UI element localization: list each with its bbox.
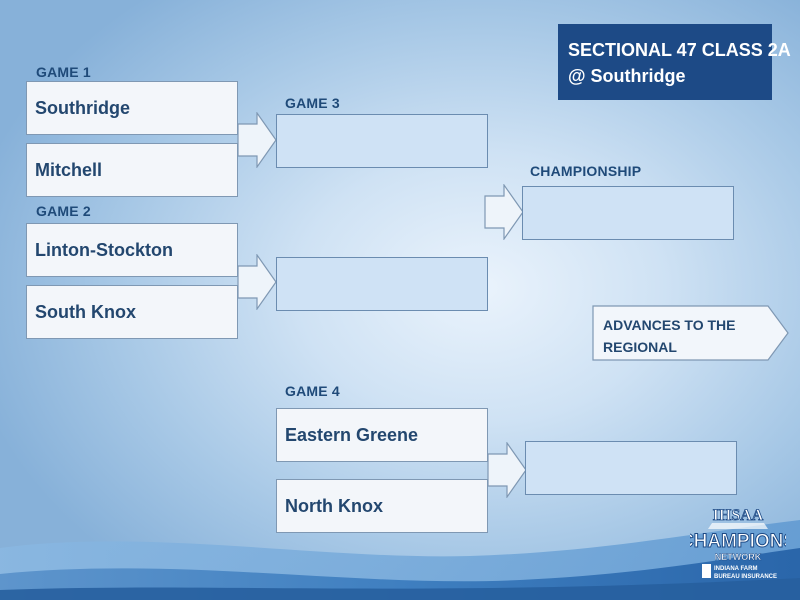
championship-winner-box <box>522 186 734 240</box>
game3-label: GAME 3 <box>285 95 340 111</box>
sectional-title-box: SECTIONAL 47 CLASS 2A @ Southridge <box>558 24 791 100</box>
game4-winner-box <box>525 441 737 495</box>
team-box-game4-team1: Eastern Greene <box>276 408 488 462</box>
game4-label: GAME 4 <box>285 383 340 399</box>
game2-label: GAME 2 <box>36 203 91 219</box>
logo-sponsor-line1: INDIANA FARM <box>714 566 757 572</box>
championship-arrow-icon <box>484 184 524 240</box>
sectional-title: SECTIONAL 47 CLASS 2A <box>568 40 791 60</box>
logo-ribbon <box>708 523 768 529</box>
sectional-location: @ Southridge <box>568 66 686 86</box>
ihsaa-champions-network-logo: IHSAA CHAMPIONS NETWORK INDIANA FARM BUR… <box>690 507 786 580</box>
game1-winner-box <box>276 114 488 168</box>
decorative-wave <box>0 520 800 600</box>
team-box-game4-team2: North Knox <box>276 479 488 533</box>
logo-sponsor-line2: BUREAU INSURANCE <box>714 574 777 580</box>
game4-advance-arrow-icon <box>487 442 527 498</box>
team-box-game1-team2: Mitchell <box>26 143 238 197</box>
game1-advance-arrow-icon <box>237 112 277 168</box>
team-box-game2-team1: Linton-Stockton <box>26 223 238 277</box>
game2-advance-arrow-icon <box>237 254 277 310</box>
team-box-game2-team2: South Knox <box>26 285 238 339</box>
championship-label: CHAMPIONSHIP <box>530 163 642 179</box>
advances-label: ADVANCES TO THE REGIONAL <box>603 317 736 355</box>
logo-main-text: CHAMPIONS <box>690 531 786 552</box>
logo-top-text: IHSAA <box>713 507 764 524</box>
logo-sponsor-mark <box>702 564 711 578</box>
team-box-game1-team1: Southridge <box>26 81 238 135</box>
logo-sub-text: NETWORK <box>715 552 762 562</box>
advances-to-regional-banner: ADVANCES TO THE REGIONAL <box>592 305 790 361</box>
game2-winner-box <box>276 257 488 311</box>
game1-label: GAME 1 <box>36 64 91 80</box>
advances-arrow-shape <box>592 305 789 361</box>
